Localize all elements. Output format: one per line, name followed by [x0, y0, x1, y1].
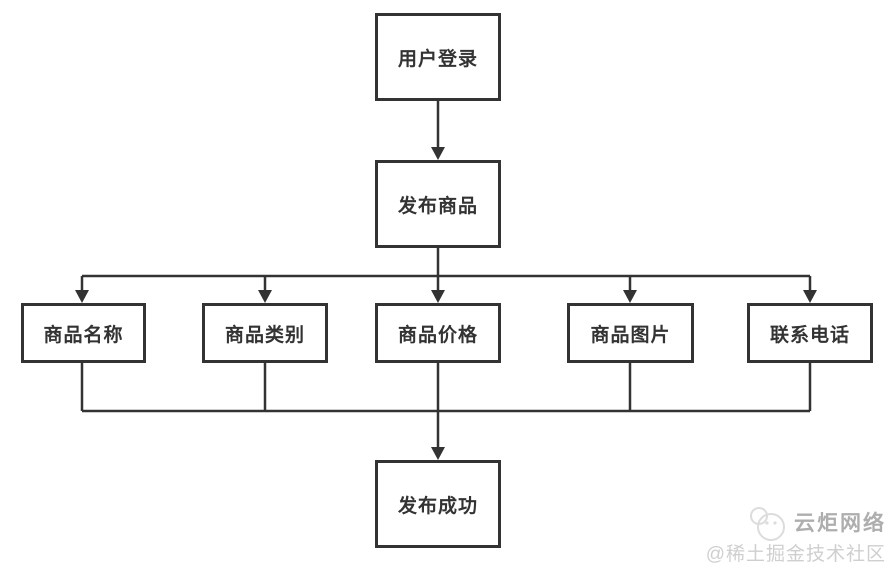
- node-label: 商品图片: [590, 324, 671, 346]
- watermark: 云炬网络 @稀土掘金技术社区: [706, 505, 886, 566]
- watermark-brand: 云炬网络: [794, 512, 886, 536]
- node-label: 商品价格: [397, 324, 478, 346]
- node-label: 用户登录: [397, 48, 478, 70]
- node-publish-success: 发布成功: [375, 460, 501, 548]
- node-label: 联系电话: [769, 324, 850, 346]
- watermark-community: @稀土掘金技术社区: [705, 544, 886, 566]
- node-user-login: 用户登录: [375, 13, 501, 101]
- node-contact-phone: 联系电话: [747, 303, 873, 363]
- node-product-name: 商品名称: [21, 303, 146, 363]
- node-label: 商品类别: [224, 324, 305, 346]
- node-product-category: 商品类别: [202, 303, 328, 363]
- node-product-image: 商品图片: [567, 303, 694, 363]
- node-publish-product: 发布商品: [375, 160, 501, 248]
- node-label: 发布成功: [397, 495, 478, 517]
- node-label: 发布商品: [397, 195, 478, 217]
- yunju-logo-icon: [750, 507, 785, 542]
- node-label: 商品名称: [43, 324, 124, 346]
- node-product-price: 商品价格: [375, 303, 501, 363]
